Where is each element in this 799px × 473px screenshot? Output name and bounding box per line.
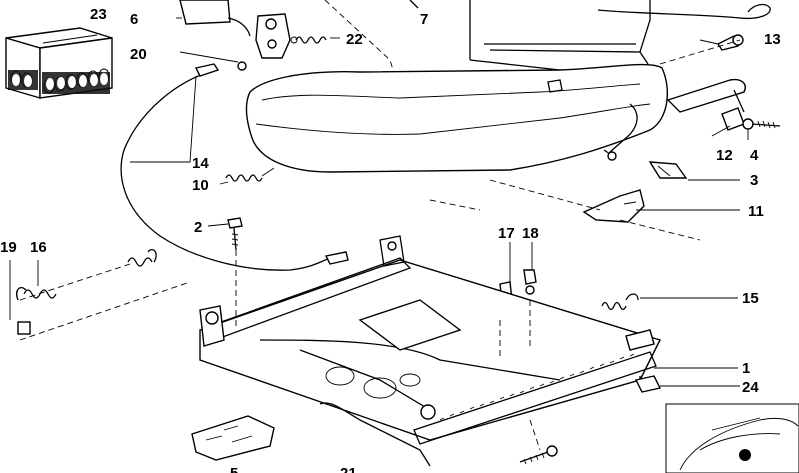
callout-17: 17 xyxy=(498,225,515,242)
handle-12 xyxy=(666,78,746,131)
callout-18: 18 xyxy=(522,225,539,242)
clip-18 xyxy=(523,269,537,295)
callout-12: 12 xyxy=(716,147,733,164)
clip-24 xyxy=(634,375,662,393)
spring-15 xyxy=(601,293,639,311)
car-thumbnail xyxy=(665,403,799,473)
callout-13: 13 xyxy=(764,31,781,48)
callout-22: 22 xyxy=(346,31,363,48)
spring-16 xyxy=(16,248,157,301)
leader-lines xyxy=(9,17,749,451)
callout-5: 5 xyxy=(230,465,238,473)
callout-10: 10 xyxy=(192,177,209,194)
callout-7: 7 xyxy=(420,11,428,28)
screw-2 xyxy=(227,217,243,251)
callout-24: 24 xyxy=(742,379,759,396)
callout-21: 21 xyxy=(340,465,357,473)
callout-14: 14 xyxy=(192,155,209,172)
spring-10 xyxy=(225,167,275,182)
cover-11 xyxy=(582,189,645,223)
callout-16: 16 xyxy=(30,239,47,256)
seat-cushion xyxy=(245,63,669,173)
callout-15: 15 xyxy=(742,290,759,307)
callout-19: 19 xyxy=(0,239,17,256)
callout-1: 1 xyxy=(742,360,750,377)
callout-4: 4 xyxy=(750,147,759,164)
seat-rail-frame xyxy=(199,235,661,445)
screw-4 xyxy=(742,118,781,130)
screw-bottom xyxy=(519,445,558,465)
rod-21 xyxy=(319,402,431,467)
callout-23: 23 xyxy=(90,6,107,23)
parts-box-23 xyxy=(5,27,113,99)
callout-11: 11 xyxy=(748,203,764,220)
bracket-5 xyxy=(191,415,275,461)
callout-20: 20 xyxy=(130,46,147,63)
callout-6: 6 xyxy=(130,11,138,28)
callout-2: 2 xyxy=(194,219,202,236)
bracket-6 xyxy=(179,0,291,59)
spring-22 xyxy=(290,36,327,44)
clip-3 xyxy=(648,161,688,179)
callout-3: 3 xyxy=(750,172,758,189)
cable-14 xyxy=(120,61,349,271)
backrest-frame xyxy=(469,0,651,93)
